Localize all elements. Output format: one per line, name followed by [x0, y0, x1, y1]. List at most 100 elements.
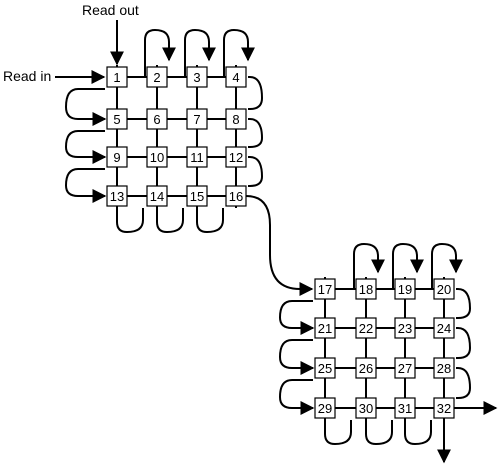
grid-cell: 19	[394, 278, 416, 300]
cell-number: 31	[398, 401, 412, 416]
cell-number: 20	[437, 282, 451, 297]
cell-box	[394, 317, 416, 339]
grid-cell: 4	[225, 66, 247, 88]
cell-number: 3	[193, 70, 200, 85]
grid-cell: 21	[314, 317, 336, 339]
cell-number: 10	[150, 150, 164, 165]
cell-box	[106, 185, 128, 207]
grid-cell: 31	[394, 397, 416, 419]
cell-box	[433, 357, 455, 379]
row-left-loop-2	[278, 300, 315, 335]
grid-cell: 6	[146, 108, 168, 130]
cell-number: 29	[318, 401, 332, 416]
cell-box	[314, 278, 336, 300]
column-bottom-loop	[196, 206, 224, 234]
cell-box	[394, 397, 416, 419]
cell-box	[186, 146, 208, 168]
cell-number: 32	[437, 401, 451, 416]
cell-box	[355, 317, 377, 339]
cell-box	[146, 66, 168, 88]
cell-number: 5	[113, 112, 120, 127]
cell-number: 4	[232, 70, 239, 85]
row-left-loop	[64, 130, 107, 164]
read-in-label: Read in	[3, 68, 51, 84]
cell-number: 22	[359, 321, 373, 336]
grid-cell: 16	[225, 185, 247, 207]
read-out-label: Read out	[82, 2, 139, 18]
cell-box	[106, 146, 128, 168]
cell-box	[146, 146, 168, 168]
cell-box	[146, 108, 168, 130]
grid-cell: 26	[355, 357, 377, 379]
grid-cell: 12	[225, 146, 247, 168]
cell-number: 19	[398, 282, 412, 297]
cell-box	[314, 357, 336, 379]
cell-box	[225, 108, 247, 130]
cell-number: 23	[398, 321, 412, 336]
row-left-loop	[64, 168, 107, 203]
cell-box	[106, 66, 128, 88]
column-top-loop-2	[431, 242, 463, 289]
row-right-loop	[248, 76, 264, 110]
cell-number: 27	[398, 361, 412, 376]
column-bottom-loop-2	[404, 418, 432, 446]
cell-box	[186, 108, 208, 130]
row-left-loop-2	[278, 379, 315, 415]
cell-box	[225, 146, 247, 168]
grid-cell: 15	[186, 185, 208, 207]
column-top-loop-2	[392, 242, 424, 289]
row-right-loop-2	[456, 367, 472, 399]
grid-cell: 17	[314, 278, 336, 300]
cell-number: 17	[318, 282, 332, 297]
cell-box	[355, 357, 377, 379]
grid-cell: 3	[186, 66, 208, 88]
cell-box	[433, 317, 455, 339]
grid-cell: 30	[355, 397, 377, 419]
cell-box	[355, 278, 377, 300]
row-right-loop	[248, 156, 264, 187]
cell-number: 28	[437, 361, 451, 376]
cell-box	[186, 66, 208, 88]
column-top-loop-2	[353, 242, 385, 289]
serpentine-paths	[55, 20, 498, 464]
cell-box	[394, 278, 416, 300]
cell-number: 26	[359, 361, 373, 376]
grid-connector-lines	[116, 65, 445, 420]
column-bottom-loop-2	[365, 418, 393, 446]
grid-cell: 22	[355, 317, 377, 339]
cell-number: 1	[113, 70, 120, 85]
cell-box	[186, 185, 208, 207]
cell-number: 12	[229, 150, 243, 165]
cell-number: 24	[437, 321, 451, 336]
grid-connector-path	[245, 195, 314, 296]
grid-cell: 20	[433, 278, 455, 300]
cell-number: 30	[359, 401, 373, 416]
grid-cell: 24	[433, 317, 455, 339]
row-right-loop-2	[456, 288, 472, 319]
cell-box	[433, 397, 455, 419]
grid-cell: 7	[186, 108, 208, 130]
cell-number: 25	[318, 361, 332, 376]
cell-box	[355, 397, 377, 419]
grid-cell: 1	[106, 66, 128, 88]
grid-cell: 8	[225, 108, 247, 130]
grid-cell: 32	[433, 397, 455, 419]
cell-number: 2	[153, 70, 160, 85]
cell-box	[146, 185, 168, 207]
column-bottom-loop	[156, 206, 184, 234]
row-right-loop	[248, 118, 264, 148]
column-bottom-loop-2	[324, 418, 352, 446]
grid-cell: 18	[355, 278, 377, 300]
grid-cell: 23	[394, 317, 416, 339]
column-top-loop	[184, 28, 216, 77]
grid-cell: 11	[186, 146, 208, 168]
grid-cell: 10	[146, 146, 168, 168]
row-left-loop	[64, 88, 107, 126]
cell-number: 13	[110, 189, 124, 204]
grid-cell: 27	[394, 357, 416, 379]
cell-box	[225, 185, 247, 207]
cell-box	[433, 278, 455, 300]
cell-box	[394, 357, 416, 379]
